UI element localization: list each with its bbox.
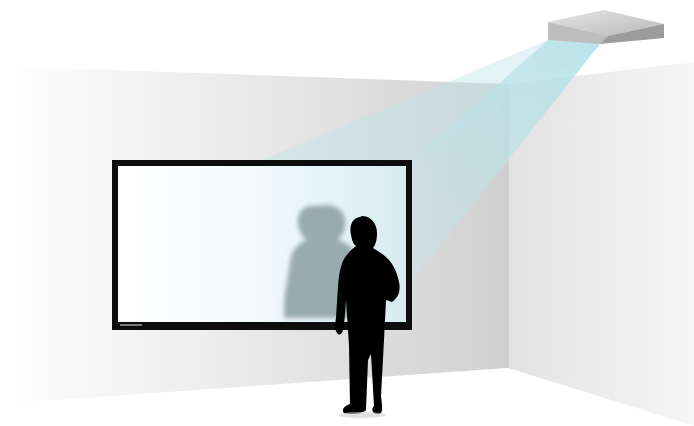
projection-beam-upper [250, 40, 600, 165]
right-wall [508, 62, 694, 426]
projector-front [548, 22, 608, 44]
person-floor-shadow [338, 412, 386, 418]
projection-beam [408, 40, 600, 286]
screen-logo-mark [120, 324, 142, 326]
floor [0, 368, 694, 426]
projector-side [600, 24, 664, 44]
ceiling-projector [548, 10, 664, 44]
person-silhouette [335, 216, 400, 414]
projector-top [548, 10, 664, 36]
